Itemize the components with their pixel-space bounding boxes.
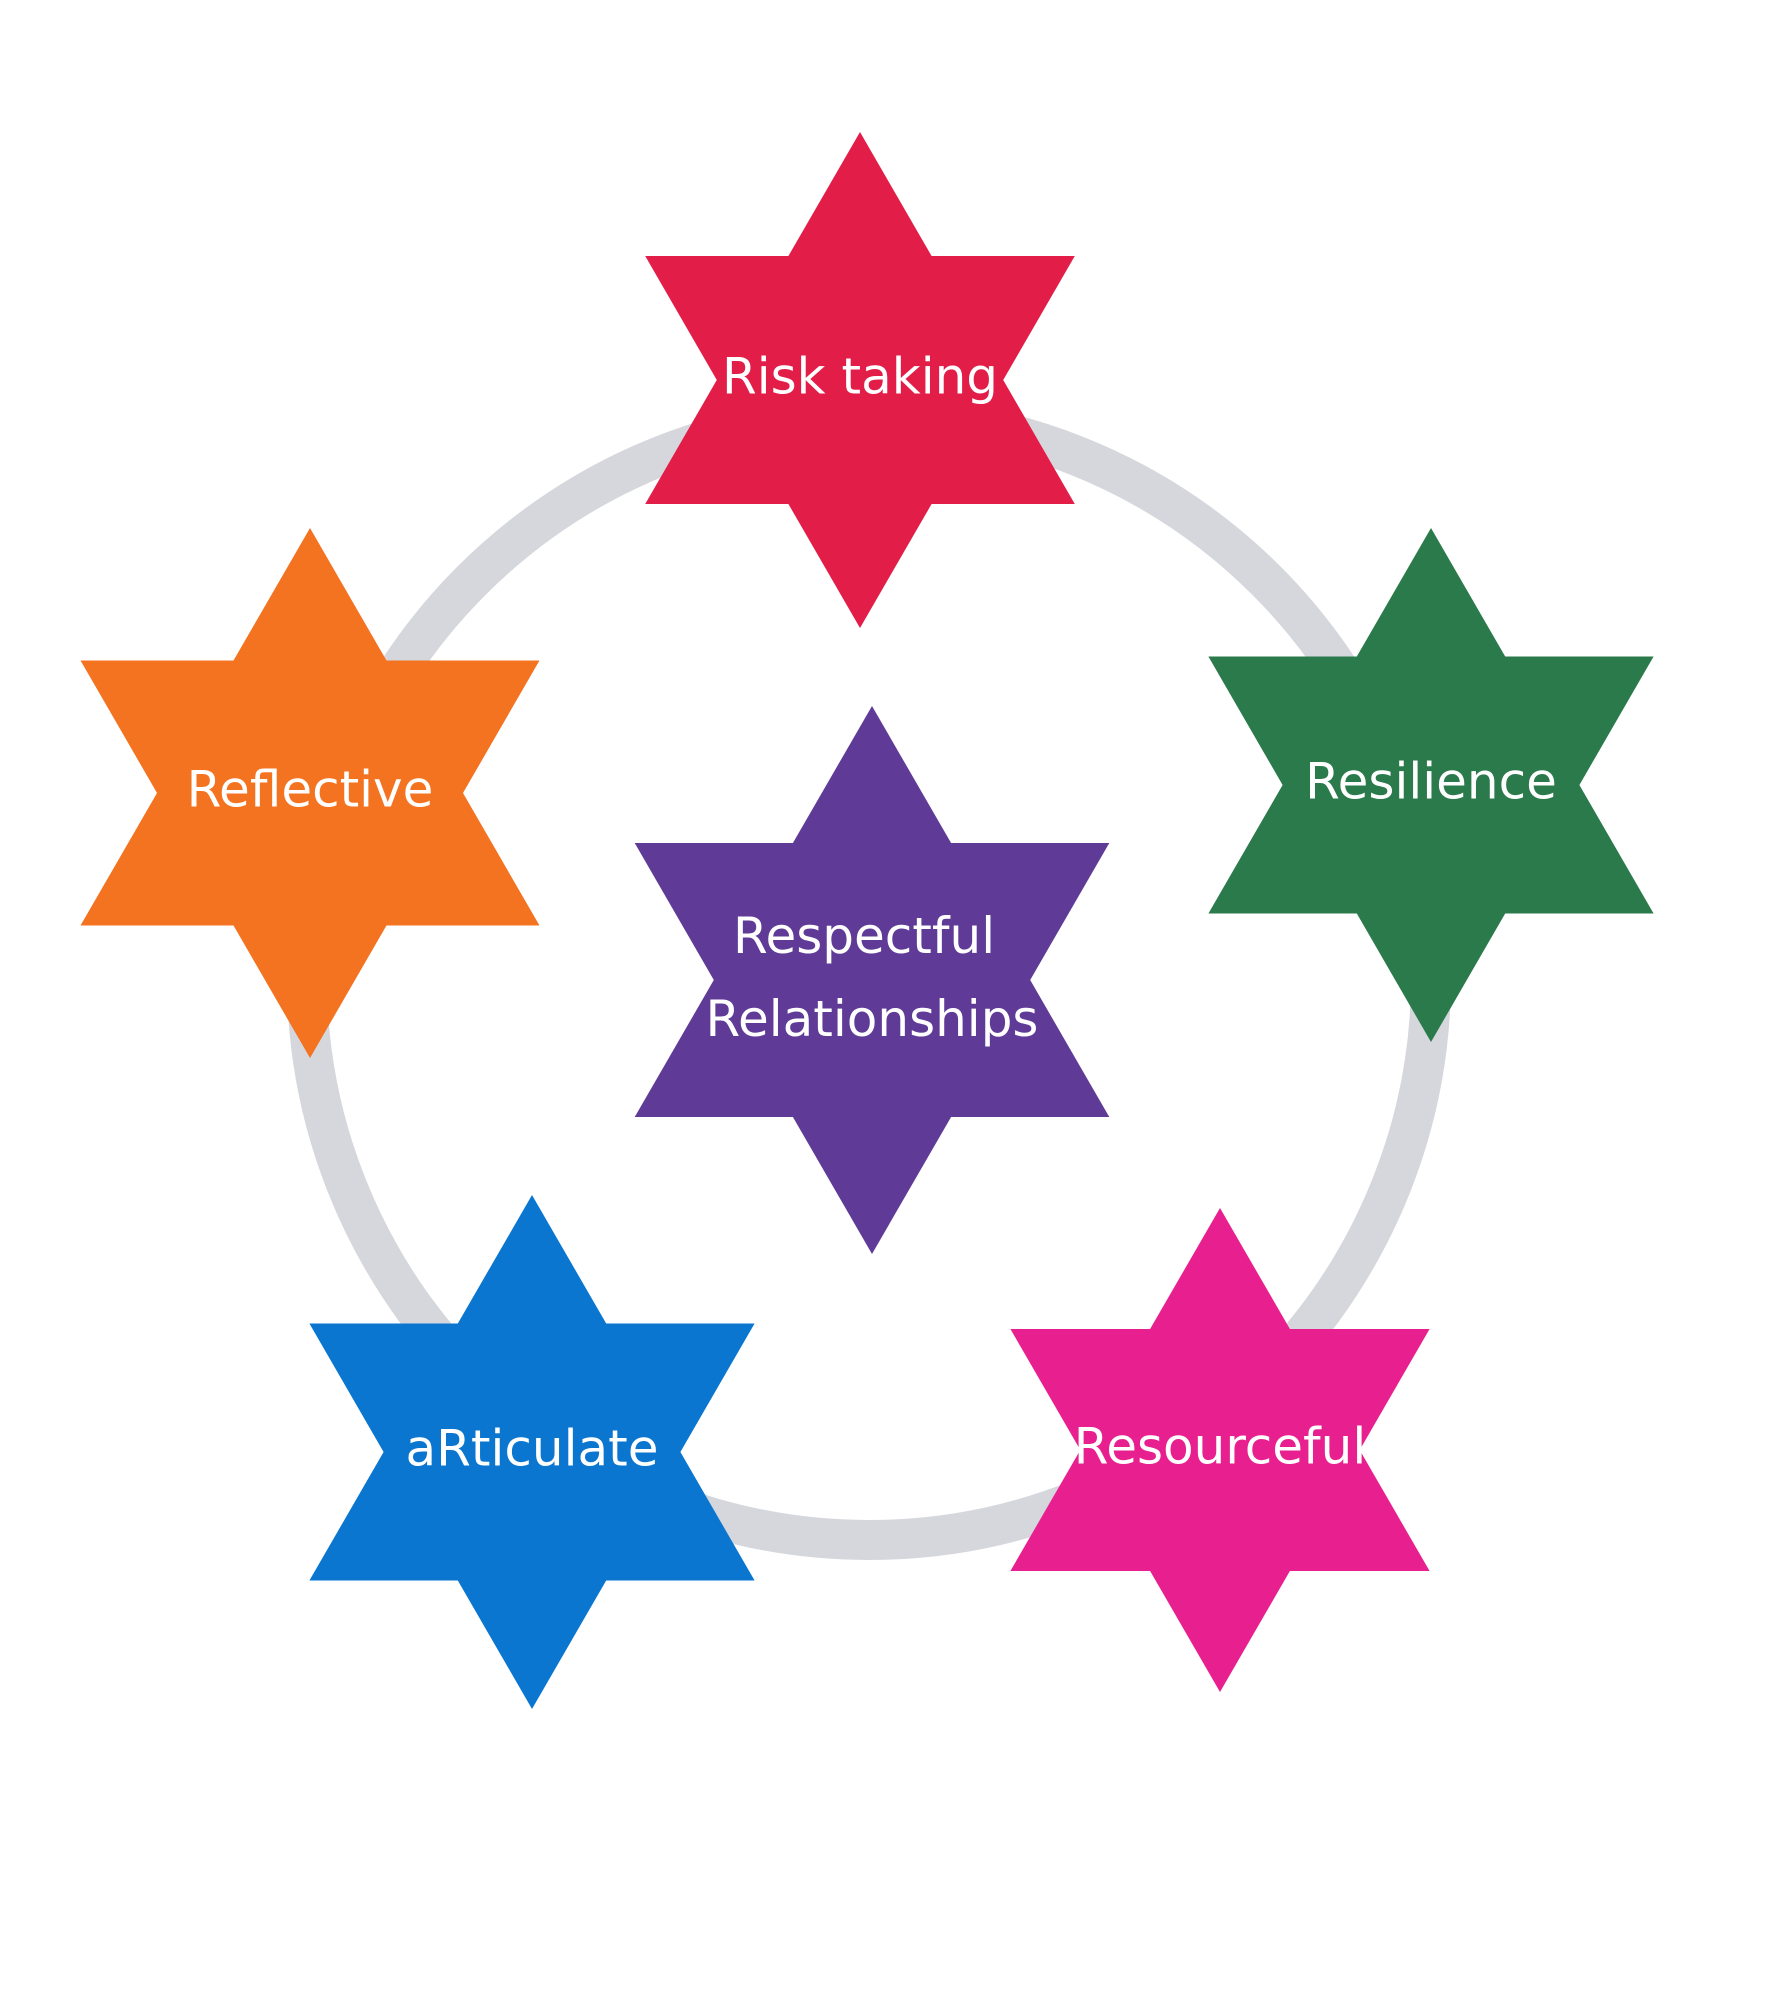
star-center-label-line-2: Relationships [706,990,1039,1048]
star-resilience-shape [1208,528,1654,1042]
star-center: Respectful Relationships [634,706,1110,1254]
star-articulate-shape [309,1195,755,1709]
star-risk-taking-label: Risk taking [722,348,998,406]
star-resourceful-shape [1010,1208,1430,1692]
star-resilience-label: Resilience [1305,753,1557,811]
star-articulate: aRticulate [309,1195,755,1709]
star-resourceful-label: Resourceful [1074,1418,1366,1476]
star-center-shape [634,706,1110,1254]
star-risk-taking-shape [645,132,1075,628]
star-reflective-shape [80,528,540,1058]
star-articulate-label: aRticulate [406,1420,659,1478]
star-center-label-line-1: Respectful [733,907,995,965]
star-resilience: Resilience [1208,528,1654,1042]
star-reflective-label: Reflective [187,761,434,819]
star-risk-taking: Risk taking [645,132,1075,628]
star-resourceful: Resourceful [1010,1208,1430,1692]
star-center-label: Respectful Relationships [706,907,1039,1048]
star-reflective: Reflective [80,528,540,1058]
